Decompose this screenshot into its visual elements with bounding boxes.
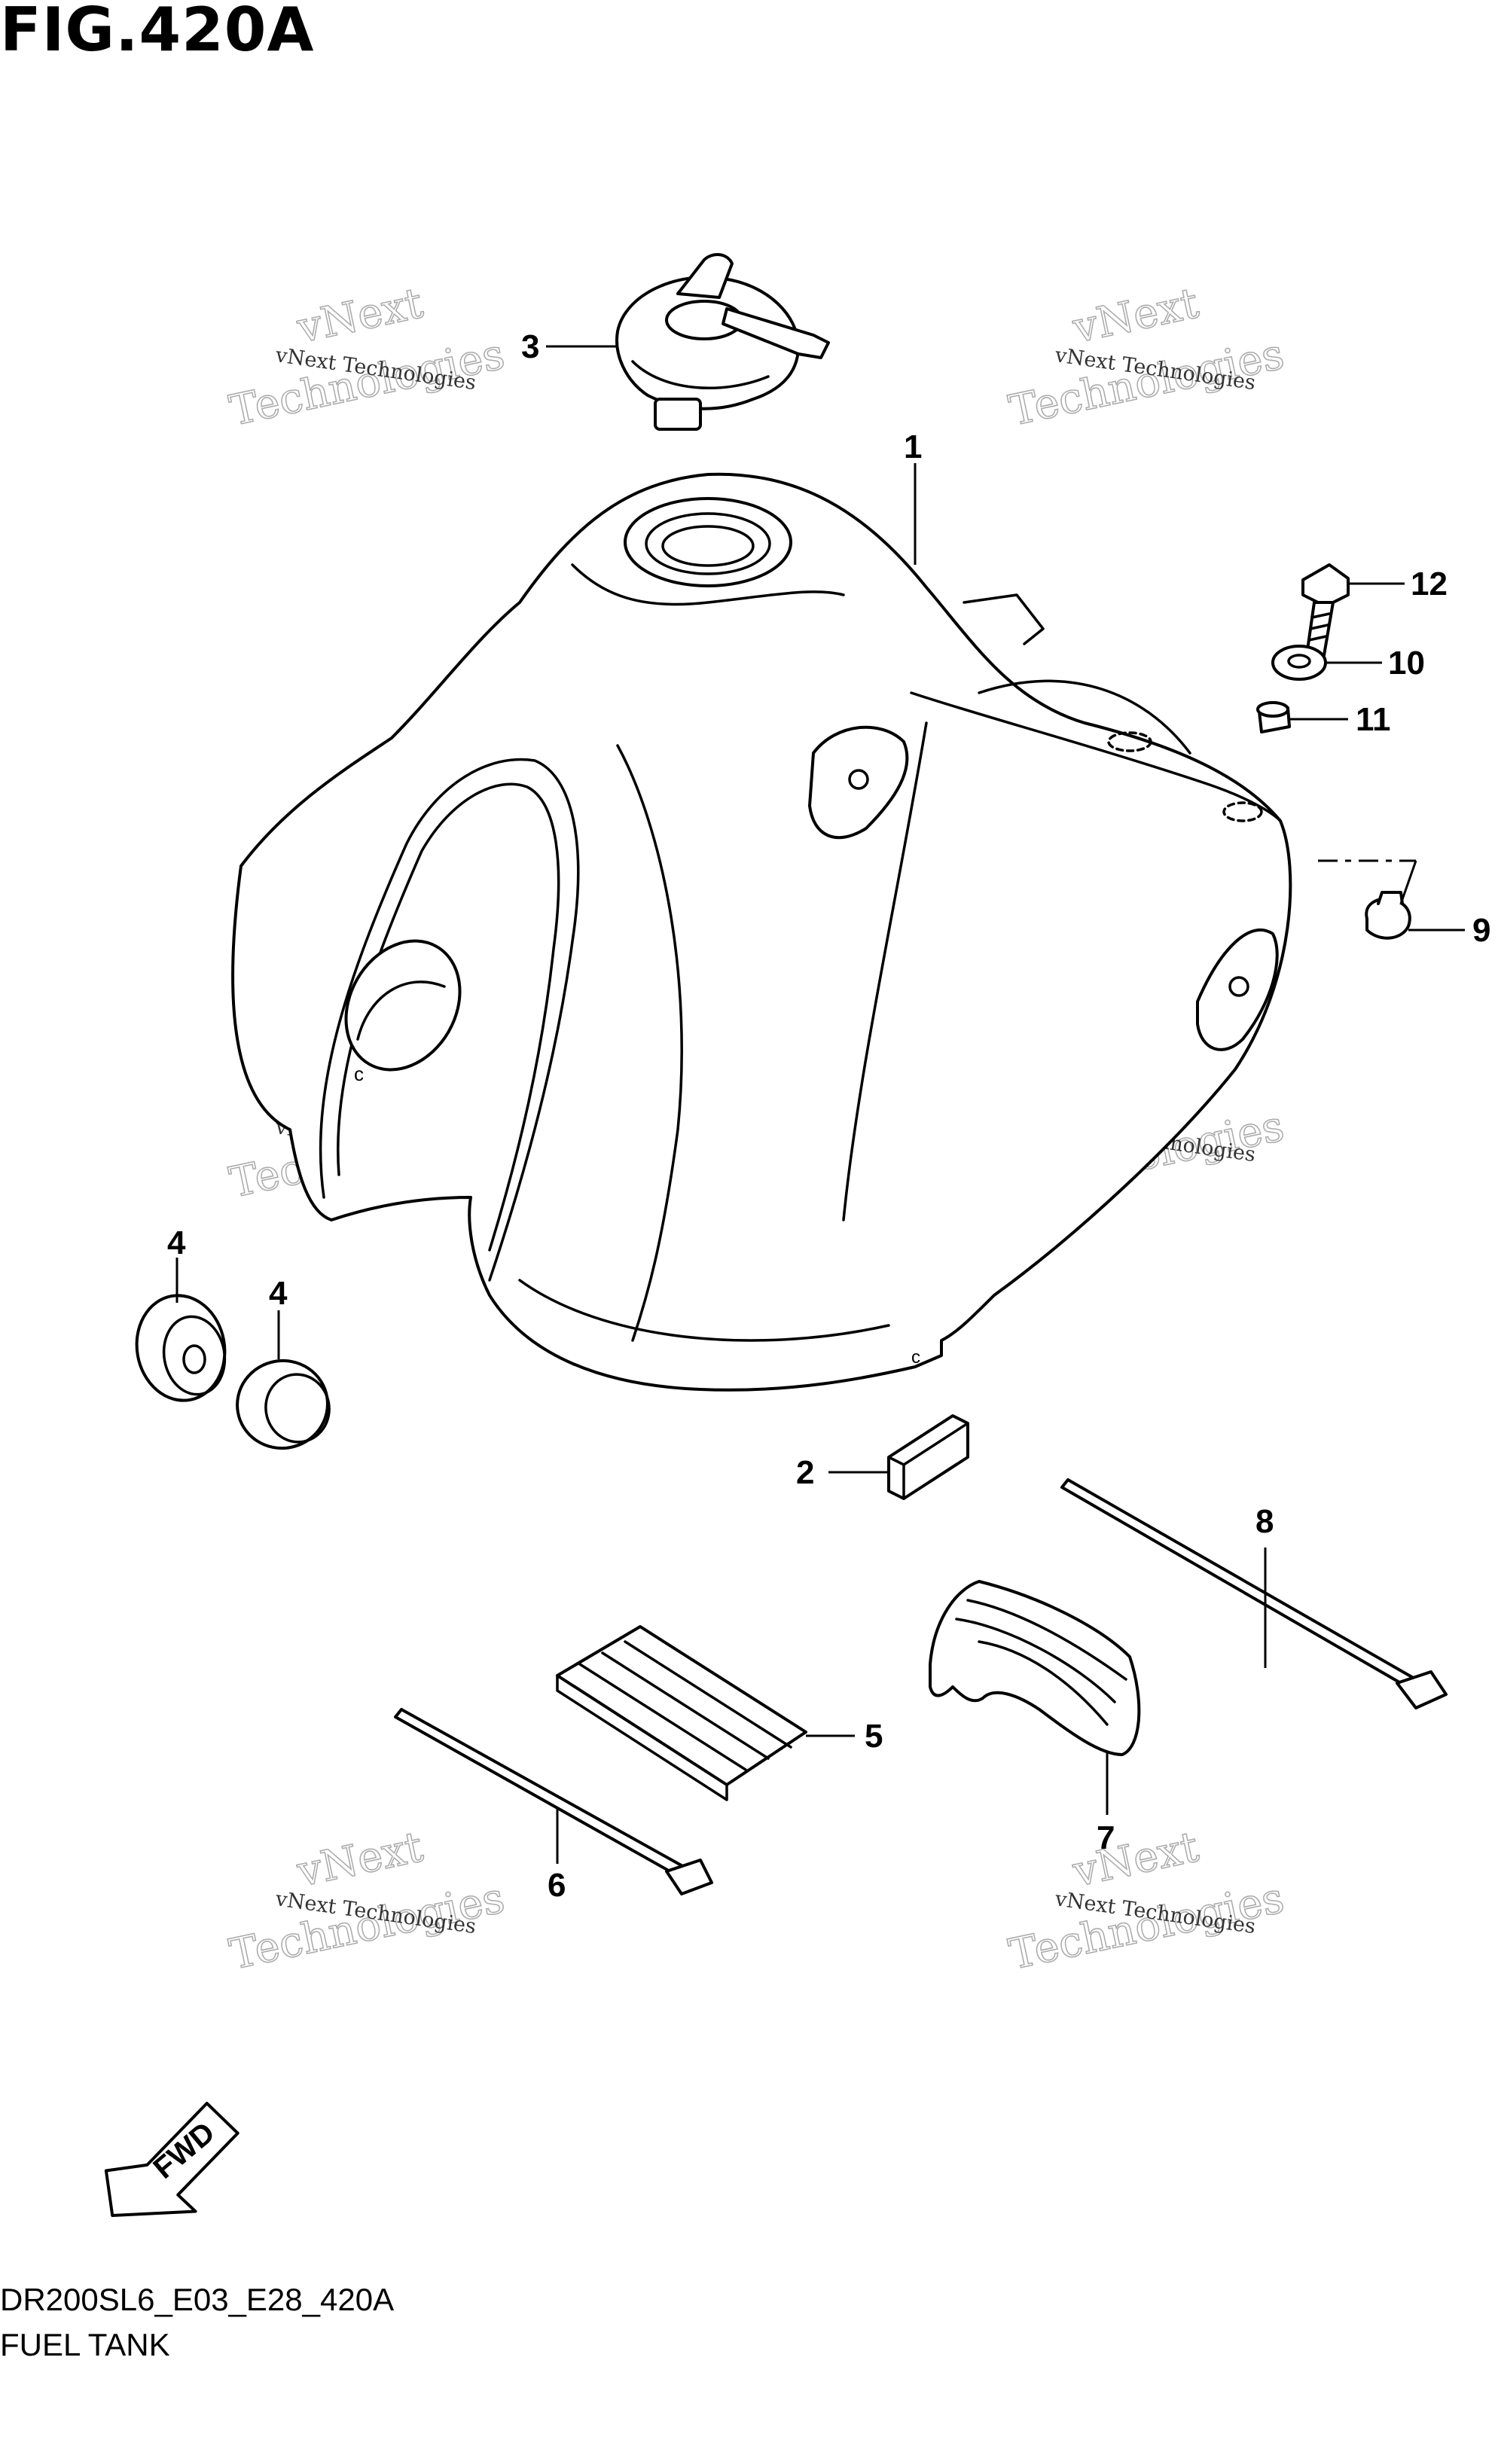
callout-3: 3	[521, 328, 539, 365]
fuel-cap-with-key-icon	[615, 253, 830, 431]
fuel-tank-icon: c c	[231, 472, 1292, 1392]
callout-5: 5	[865, 1718, 883, 1755]
cable-tie-icon	[1060, 1478, 1448, 1709]
cable-tie-icon	[394, 1708, 713, 1895]
watermark-top-left: vNext Technologies vNext Technologies	[225, 278, 510, 436]
grommet-icon	[1365, 891, 1411, 940]
forward-direction-arrow-icon: FWD	[104, 2102, 239, 2217]
cushion-icon	[236, 1359, 331, 1450]
callout-4b: 4	[269, 1275, 288, 1312]
callout-10: 10	[1388, 645, 1425, 682]
svg-text:c: c	[911, 1347, 920, 1368]
clip-icon	[887, 1414, 969, 1500]
callout-9: 9	[1472, 912, 1490, 949]
callout-6: 6	[548, 1867, 566, 1904]
bolt-icon	[1301, 563, 1350, 657]
cushion-block-icon	[929, 1580, 1141, 1756]
svg-text:c: c	[354, 1063, 364, 1085]
watermark-top-right: vNext Technologies vNext Technologies	[1005, 278, 1289, 436]
cushion-icon	[135, 1294, 227, 1402]
svg-text:vNext: vNext	[1068, 1822, 1203, 1897]
watermark-bottom-right: vNext Technologies vNext Technologies	[1005, 1822, 1289, 1980]
pad-icon	[556, 1625, 807, 1801]
svg-text:vNext: vNext	[292, 279, 427, 353]
callout-1: 1	[904, 428, 922, 465]
collar-icon	[1256, 701, 1291, 733]
callout-8: 8	[1255, 1503, 1274, 1540]
callout-11: 11	[1356, 701, 1391, 738]
callout-2: 2	[796, 1454, 814, 1491]
callout-4a: 4	[167, 1224, 186, 1261]
watermark-bottom-left: vNext Technologies vNext Technologies	[225, 1822, 510, 1980]
callout-7: 7	[1097, 1819, 1115, 1856]
callout-12: 12	[1411, 566, 1448, 602]
svg-text:vNext: vNext	[292, 1822, 427, 1897]
leader-lines	[175, 345, 1465, 1864]
diagram-description: FUEL TANK	[0, 2327, 170, 2362]
washer-icon	[1271, 645, 1327, 681]
figure-title: FIG.420A	[0, 0, 315, 65]
svg-text:vNext: vNext	[1068, 279, 1203, 353]
diagram-code: DR200SL6_E03_E28_420A	[0, 2282, 395, 2317]
